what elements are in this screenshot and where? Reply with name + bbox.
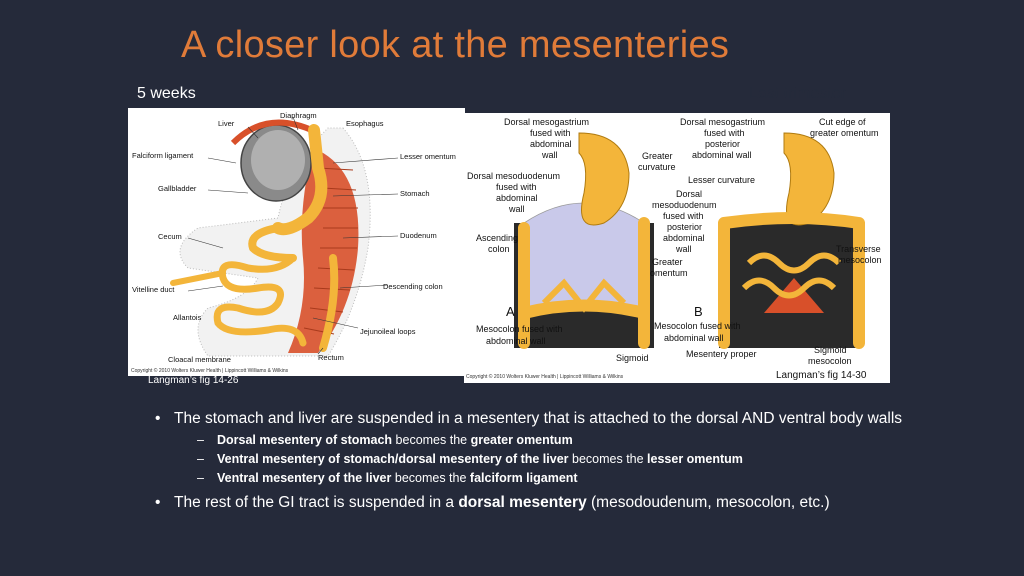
label-mesocolon-fused-a-1: Mesocolon fused with xyxy=(476,324,563,334)
label-dorsal-mesoduodenum-b-2: mesoduodenum xyxy=(652,200,717,210)
label-dorsal-mesoduodenum-a-1: Dorsal mesoduodenum xyxy=(467,171,560,181)
bullet-1: • The stomach and liver are suspended in… xyxy=(155,410,915,427)
label-liver: Liver xyxy=(218,119,235,128)
label-dorsal-mesoduodenum-a-4: wall xyxy=(508,204,525,214)
label-dorsal-mesoduodenum-b-6: wall xyxy=(675,244,692,254)
bullet-2-bold: dorsal mesentery xyxy=(458,494,587,511)
sub-bullet-dash: – xyxy=(197,471,204,485)
label-cut-edge-2: greater omentum xyxy=(810,128,879,138)
sub-bullet-1: – Dorsal mesentery of stomach becomes th… xyxy=(197,431,915,450)
sub-bullet-1-bold-1: Dorsal mesentery of stomach xyxy=(217,433,393,447)
label-duodenum: Duodenum xyxy=(400,231,437,240)
label-cut-edge-1: Cut edge of xyxy=(819,117,866,127)
subtitle-last-trimester: Last trimester xyxy=(749,85,846,102)
label-transverse-mesocolon-2: mesocolon xyxy=(838,255,882,265)
label-descending-colon: Descending colon xyxy=(383,282,443,291)
label-mesocolon-fused-b-2: abdominal wall xyxy=(664,333,724,343)
panel-letter-b: B xyxy=(694,304,703,319)
label-sigmoid-mesocolon-2: mesocolon xyxy=(808,356,852,366)
label-greater-omentum-2: omentum xyxy=(650,268,688,278)
figure-5-weeks: Diaphragm Liver Esophagus Falciform liga… xyxy=(128,108,465,376)
label-dorsal-mesoduodenum-a-3: abdominal xyxy=(496,193,538,203)
bullet-2-pre: The rest of the GI tract is suspended in… xyxy=(174,494,459,511)
label-lesser-curvature: Lesser curvature xyxy=(688,175,755,185)
label-stomach: Stomach xyxy=(400,189,430,198)
label-jejunoileal-loops: Jejunoileal loops xyxy=(360,327,416,336)
figure-last-trimester: Dorsal mesogastrium fused with abdominal… xyxy=(464,113,890,383)
sub-bullet-2: – Ventral mesentery of stomach/dorsal me… xyxy=(197,450,915,469)
caption-right: Langman’s fig 14-30 xyxy=(776,370,867,381)
label-dorsal-mesoduodenum-b-5: abdominal xyxy=(663,233,705,243)
label-cloacal-membrane: Cloacal membrane xyxy=(168,355,231,364)
copyright-right: Copyright © 2010 Wolters Kluwer Health |… xyxy=(466,374,624,380)
label-allantois: Allantois xyxy=(173,313,202,322)
label-dorsal-mesoduodenum-b-1: Dorsal xyxy=(676,189,702,199)
sub-bullet-3: – Ventral mesentery of the liver becomes… xyxy=(197,469,915,488)
label-greater-omentum-1: Greater xyxy=(652,257,683,267)
mesentery-illustration: Dorsal mesogastrium fused with abdominal… xyxy=(467,117,882,366)
label-ascending-colon-1: Ascending xyxy=(476,233,518,243)
sub-bullet-dash: – xyxy=(197,433,204,447)
label-esophagus: Esophagus xyxy=(346,119,384,128)
label-dorsal-mesogastrium-a-4: wall xyxy=(541,150,558,160)
label-dorsal-mesogastrium-a-3: abdominal xyxy=(530,139,572,149)
label-dorsal-mesogastrium-b-2: fused with xyxy=(704,128,745,138)
label-mesocolon-fused-b-1: Mesocolon fused with xyxy=(654,321,741,331)
label-dorsal-mesogastrium-b-3: posterior xyxy=(705,139,740,149)
bullet-dot: • xyxy=(155,494,161,511)
caption-left: Langman’s fig 14-26 xyxy=(148,375,239,386)
label-dorsal-mesoduodenum-b-4: posterior xyxy=(667,222,702,232)
slide-title: A closer look at the mesenteries xyxy=(181,24,730,66)
label-ascending-colon-2: colon xyxy=(488,244,510,254)
sub-bullet-2-mid: becomes the xyxy=(568,452,648,466)
sub-bullet-3-mid: becomes the xyxy=(391,471,470,485)
label-mesentery-proper: Mesentery proper xyxy=(686,349,757,359)
label-greater-curvature-2: curvature xyxy=(638,162,676,172)
label-dorsal-mesogastrium-b-4: abdominal wall xyxy=(692,150,752,160)
sub-bullet-3-bold-1: Ventral mesentery of the liver xyxy=(217,471,392,485)
label-sigmoid-mesocolon-1: Sigmoid xyxy=(814,345,847,355)
sub-bullet-3-bold-2: falciform ligament xyxy=(469,471,578,485)
label-lesser-omentum: Lesser omentum xyxy=(400,152,456,161)
bullet-2-post: (mesodoudenum, mesocolon, etc.) xyxy=(586,494,830,511)
label-rectum: Rectum xyxy=(318,353,344,362)
sub-bullet-dash: – xyxy=(197,452,204,466)
panel-letter-a: A xyxy=(506,304,515,319)
label-dorsal-mesogastrium-b-1: Dorsal mesogastrium xyxy=(680,117,765,127)
bullet-1-text: The stomach and liver are suspended in a… xyxy=(174,410,903,427)
label-gallbladder: Gallbladder xyxy=(158,184,197,193)
label-diaphragm: Diaphragm xyxy=(280,111,317,120)
bullet-2: • The rest of the GI tract is suspended … xyxy=(155,494,915,511)
label-sigmoid: Sigmoid xyxy=(616,353,649,363)
sub-bullet-2-bold-2: lesser omentum xyxy=(647,452,743,466)
label-dorsal-mesogastrium-a-1: Dorsal mesogastrium xyxy=(504,117,589,127)
embryo-illustration: Diaphragm Liver Esophagus Falciform liga… xyxy=(132,111,456,364)
bullet-dot: • xyxy=(155,410,161,427)
label-falciform-ligament: Falciform ligament xyxy=(132,151,194,160)
label-transverse-mesocolon-1: Transverse xyxy=(836,244,881,254)
copyright-left: Copyright © 2010 Wolters Kluwer Health |… xyxy=(131,368,289,374)
label-mesocolon-fused-a-2: abdominal wall xyxy=(486,336,546,346)
label-vitelline-duct: Vitelline duct xyxy=(132,285,175,294)
bullet-list: • The stomach and liver are suspended in… xyxy=(155,410,915,515)
label-greater-curvature-1: Greater xyxy=(642,151,673,161)
label-dorsal-mesogastrium-a-2: fused with xyxy=(530,128,571,138)
sub-bullet-1-mid: becomes the xyxy=(392,433,471,447)
label-dorsal-mesoduodenum-b-3: fused with xyxy=(663,211,704,221)
label-cecum: Cecum xyxy=(158,232,182,241)
sub-bullet-1-bold-2: greater omentum xyxy=(470,433,573,447)
subtitle-5-weeks: 5 weeks xyxy=(137,85,196,102)
label-dorsal-mesoduodenum-a-2: fused with xyxy=(496,182,537,192)
sub-bullet-2-bold-1: Ventral mesentery of stomach/dorsal mese… xyxy=(217,452,569,466)
